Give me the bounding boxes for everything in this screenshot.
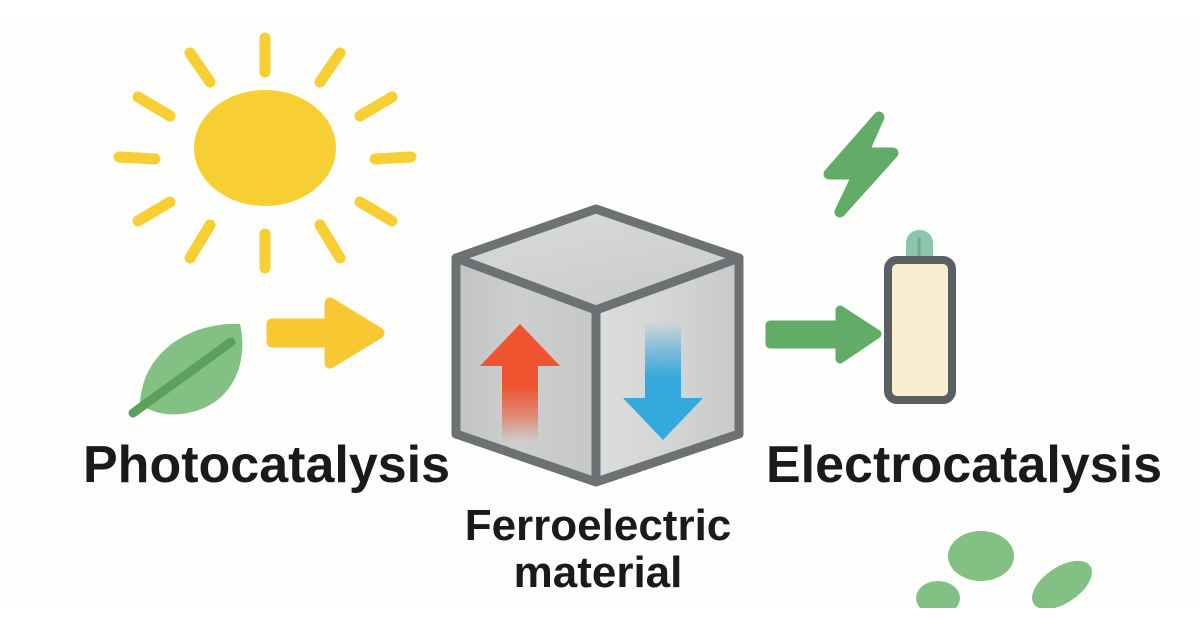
- label-ferroelectric-line2: material: [514, 548, 683, 597]
- polarization-down-arrow: [623, 322, 703, 440]
- sun-icon: [113, 32, 417, 274]
- yellow-right-arrow-icon: [266, 297, 385, 369]
- battery-body: [884, 256, 956, 404]
- diagram-stage: Photocatalysis Electrocatalysis Ferroele…: [0, 22, 1200, 608]
- leaf-icon: [128, 323, 243, 418]
- yellow-arrow-shape: [266, 297, 385, 369]
- ferroelectric-cube: [451, 204, 744, 487]
- polarization-up-arrow: [480, 324, 560, 442]
- label-photocatalysis: Photocatalysis: [83, 436, 450, 494]
- label-electrocatalysis: Electrocatalysis: [766, 436, 1162, 494]
- green-right-arrow-icon: [765, 305, 882, 364]
- label-ferroelectric-line1: Ferroelectric: [465, 501, 732, 550]
- battery-icon: [884, 230, 956, 404]
- lightning-bolt-icon: [823, 111, 899, 218]
- bottom-margin-band: [0, 608, 1200, 630]
- concept-diagram-svg: Photocatalysis Electrocatalysis Ferroele…: [83, 32, 1162, 608]
- green-arrow-shape: [765, 305, 882, 364]
- sun-disc: [194, 90, 336, 206]
- bolt-shape: [823, 111, 899, 218]
- leaf-vein: [128, 337, 236, 418]
- blob-leaf: [1032, 560, 1092, 608]
- green-blobs-decoration: [916, 531, 1092, 608]
- sun-rays: [113, 32, 417, 274]
- blob-small: [916, 581, 960, 608]
- top-margin-band: [0, 0, 1200, 22]
- blob-large: [948, 531, 1014, 581]
